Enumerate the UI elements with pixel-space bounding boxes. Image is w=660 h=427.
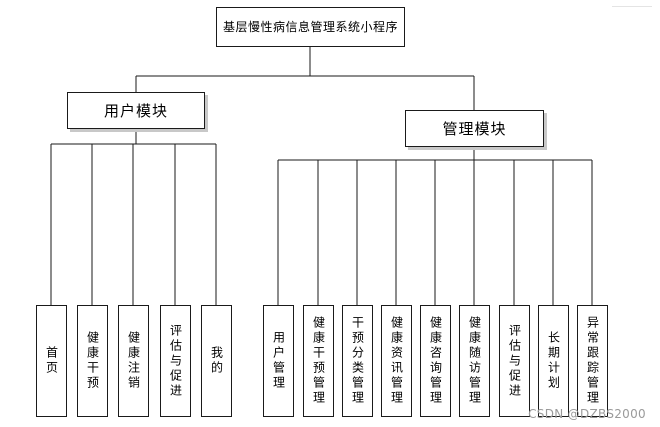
root-node-label: 基层慢性病信息管理系统小程序 <box>222 19 398 34</box>
user-module-label: 用户模块 <box>103 102 168 120</box>
leaf-node: 我的 <box>201 305 232 417</box>
leaf-node: 健康注销 <box>118 305 149 417</box>
leaf-label: 异常跟踪管理 <box>585 316 600 406</box>
leaf-label: 用户管理 <box>271 331 286 391</box>
leaf-label: 健康注销 <box>126 331 141 391</box>
leaf-node: 评估与促进 <box>160 305 191 417</box>
leaf-label: 健康资讯管理 <box>389 316 404 406</box>
leaf-label: 首页 <box>44 346 59 376</box>
root-node: 基层慢性病信息管理系统小程序 <box>216 7 405 47</box>
leaf-label: 健康干预管理 <box>311 316 326 406</box>
leaf-node: 健康随访管理 <box>459 305 490 417</box>
leaf-node: 评估与促进 <box>499 305 530 417</box>
leaf-node: 健康干预 <box>77 305 108 417</box>
leaf-label: 长期计划 <box>546 331 561 391</box>
leaf-node: 健康干预管理 <box>303 305 334 417</box>
leaf-node: 异常跟踪管理 <box>577 305 608 417</box>
admin-module-label: 管理模块 <box>442 120 507 138</box>
leaf-label: 评估与促进 <box>507 323 522 399</box>
leaf-label: 健康咨询管理 <box>428 316 443 406</box>
leaf-label: 干预分类管理 <box>350 316 365 406</box>
leaf-label: 我的 <box>209 346 224 376</box>
leaf-node: 干预分类管理 <box>342 305 373 417</box>
leaf-label: 评估与促进 <box>168 323 183 399</box>
leaf-node: 健康咨询管理 <box>420 305 451 417</box>
admin-module-node: 管理模块 <box>405 110 544 147</box>
leaf-label: 健康干预 <box>85 331 100 391</box>
leaf-node: 长期计划 <box>538 305 569 417</box>
leaf-node: 用户管理 <box>263 305 294 417</box>
top-right-edge <box>612 0 652 7</box>
leaf-node: 健康资讯管理 <box>381 305 412 417</box>
watermark-text: CSDN @DZBS2000 <box>528 407 646 421</box>
leaf-label: 健康随访管理 <box>467 316 482 406</box>
user-module-node: 用户模块 <box>67 92 205 129</box>
leaf-node: 首页 <box>36 305 67 417</box>
